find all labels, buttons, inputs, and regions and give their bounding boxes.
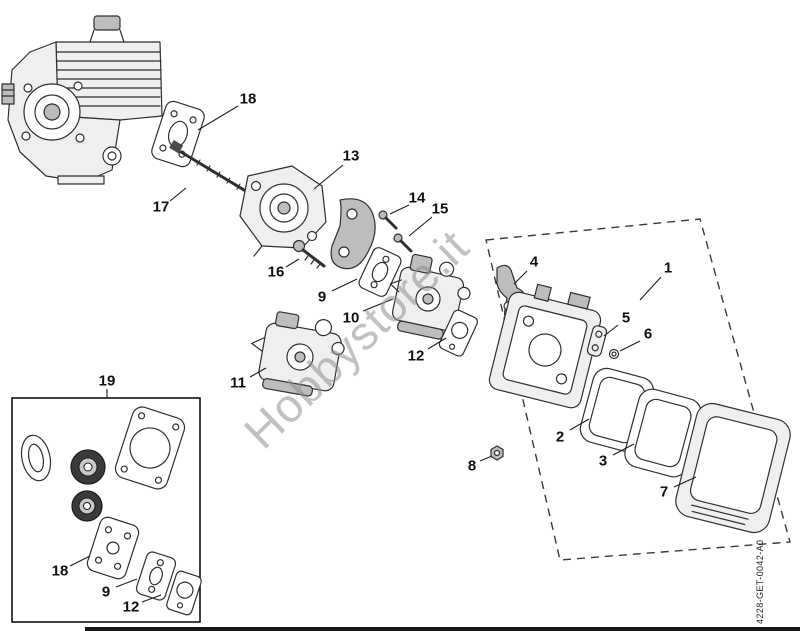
gasket-18-engine: [151, 100, 205, 168]
leader-line-14: [389, 204, 410, 215]
screw-14: [378, 210, 398, 230]
screw-15: [393, 233, 413, 253]
leader-lines: [69, 105, 697, 603]
leader-line-7: [673, 476, 697, 488]
flange-13: [239, 165, 327, 257]
leader-line-4: [513, 270, 528, 285]
bracket-5: [586, 325, 608, 357]
doc-code: 4228-GET-0042-A0: [755, 539, 765, 624]
leader-line-1: [639, 276, 662, 301]
leader-line-3: [612, 443, 635, 456]
leader-line-5: [603, 324, 619, 337]
leader-line-12-kit: [141, 594, 162, 603]
carburetor-11: [251, 311, 345, 397]
leader-line-11: [249, 367, 267, 378]
engine-cylinder-assembly: [1, 15, 163, 185]
filter-cover-7: [675, 402, 791, 534]
leader-line-16: [285, 258, 300, 268]
screw-16: [292, 239, 326, 269]
cylinder-gasket: [114, 406, 186, 490]
gasket-18-kit: [86, 516, 140, 580]
subassembly-box-1: [485, 218, 791, 561]
leader-line-8: [479, 455, 493, 462]
leader-line-15: [408, 216, 433, 237]
gasket-9-kit: [135, 551, 177, 601]
leader-line-9-carb: [331, 278, 358, 292]
carburetor-10: [389, 253, 471, 340]
leader-line-18-engine: [197, 105, 239, 131]
leader-line-2: [569, 418, 590, 431]
oil-seal-small: [71, 490, 103, 522]
washer-6: [608, 348, 620, 360]
leader-line-10: [362, 298, 394, 312]
leader-line-6: [619, 340, 641, 352]
oval-gasket: [20, 434, 52, 482]
air-filter-base: [488, 283, 602, 409]
gasket-set-box-19: [11, 397, 201, 623]
nut-8: [490, 445, 504, 461]
oil-seal-large: [70, 449, 106, 485]
leader-line-18-kit: [69, 555, 91, 567]
leader-line-17: [169, 187, 187, 202]
leader-line-13: [313, 164, 344, 190]
gasket-12-kit: [166, 570, 202, 616]
gasket-12-carb: [438, 309, 479, 357]
bottom-bar: [85, 627, 800, 631]
leader-line-12-carb: [427, 337, 447, 350]
leader-line-9-kit: [115, 578, 138, 588]
air-shutter-bracket: [330, 198, 376, 270]
